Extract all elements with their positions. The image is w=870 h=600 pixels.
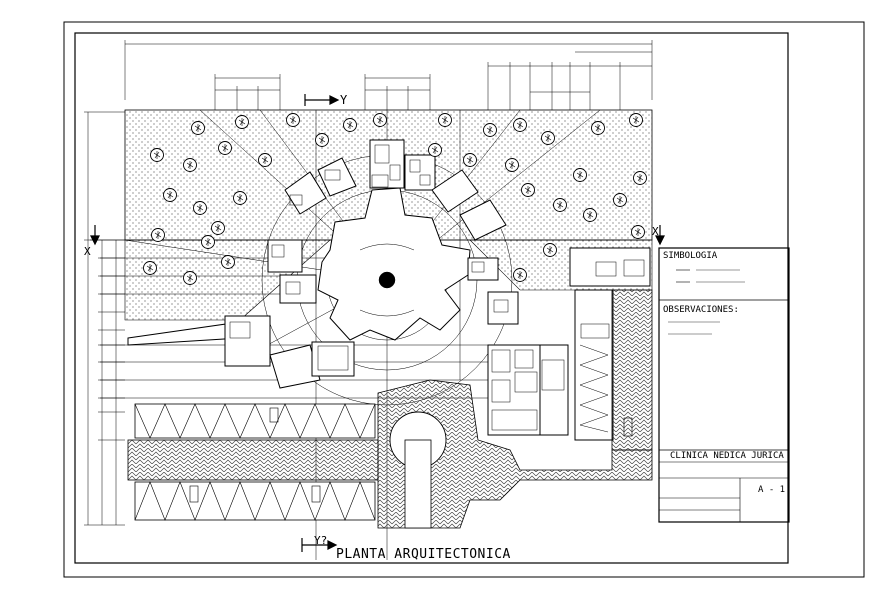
- axis-label-top: Y: [340, 93, 348, 107]
- parking-lots: [134, 403, 376, 521]
- simbologia-heading: SIMBOLOGIA: [663, 251, 718, 261]
- sheet-number: A - 1: [758, 485, 786, 495]
- central-building: [127, 139, 519, 389]
- drawing-title: PLANTA ARQUITECTONICA: [336, 547, 511, 562]
- axis-markers: [90, 94, 665, 552]
- axis-label-bottom: Y?: [314, 534, 328, 547]
- axis-label-left: X: [84, 245, 91, 258]
- project-name: CLINICA NEDICA JURICA: [670, 451, 784, 461]
- axis-label-right: X: [652, 225, 659, 238]
- observaciones-heading: OBSERVACIONES:: [663, 305, 739, 315]
- title-block: [658, 247, 790, 523]
